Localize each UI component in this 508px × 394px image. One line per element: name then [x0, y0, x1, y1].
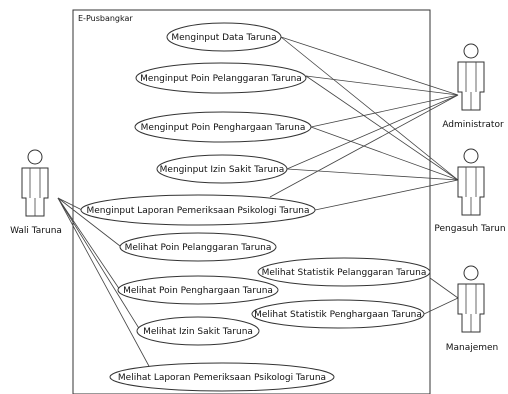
use-case-statistik-penghargaan: Melihat Statistik Penghargaan Taruna: [251, 299, 425, 329]
use-case-label: Menginput Poin Pelanggaran Taruna: [140, 74, 302, 84]
actor-manajemen: Manajemen: [446, 265, 499, 353]
assoc-pengasuh-uc4: [286, 168, 459, 181]
actor-head: [463, 148, 479, 164]
use-case-poin-penghargaan-view: Melihat Poin Penghargaan Taruna: [117, 275, 279, 305]
actor-label: Manajemen: [446, 343, 499, 353]
assoc-wali-uc10: [57, 197, 141, 331]
actor-wali-taruna: Wali Taruna: [10, 149, 62, 236]
use-case-izin-sakit-view: Melihat Izin Sakit Taruna: [136, 316, 260, 346]
assoc-admin-uc3: [310, 94, 459, 128]
use-case-label: Melihat Poin Pelanggaran Taruna: [125, 243, 272, 253]
actor-head: [27, 149, 43, 165]
actor-head: [463, 43, 479, 59]
assoc-wali-uc5: [57, 197, 83, 211]
assoc-pengasuh-uc5: [314, 179, 459, 211]
actor-head: [463, 265, 479, 281]
use-case-laporan-psikologi-view: Melihat Laporan Pemeriksaan Psikologi Ta…: [109, 362, 335, 392]
use-case-label: Melihat Poin Penghargaan Taruna: [123, 286, 273, 296]
use-case-poin-penghargaan-input: Menginput Poin Penghargaan Taruna: [134, 111, 312, 143]
assoc-admin-uc2: [305, 75, 459, 96]
actor-administrator: Administrator: [442, 43, 504, 130]
associations: [57, 36, 459, 369]
use-case-label: Menginput Poin Penghargaan Taruna: [141, 123, 306, 133]
assoc-wali-uc11: [57, 197, 151, 369]
use-case-laporan-psikologi-input: Menginput Laporan Pemeriksaan Psikologi …: [80, 194, 316, 226]
assoc-admin-uc4: [286, 94, 459, 170]
use-case-label: Melihat Laporan Pemeriksaan Psikologi Ta…: [118, 373, 326, 383]
assoc-wali-uc6: [57, 197, 121, 247]
assoc-wali-uc8: [57, 197, 121, 291]
use-case-statistik-pelanggaran: Melihat Statistik Pelanggaran Taruna: [257, 257, 431, 287]
actor-label: Wali Taruna: [10, 226, 62, 236]
system-title: E-Pusbangkar: [78, 14, 133, 23]
assoc-pengasuh-uc3: [310, 126, 459, 181]
assoc-manajemen-uc9: [423, 297, 459, 315]
use-case-label: Melihat Statistik Pelanggaran Taruna: [262, 268, 427, 278]
assoc-pengasuh-uc2: [305, 75, 459, 181]
actor-body: [457, 166, 485, 216]
assoc-pengasuh-uc1: [280, 36, 459, 181]
actor-body: [457, 283, 485, 333]
actor-label: Pengasuh Tarun: [434, 224, 505, 234]
use-case-izin-sakit-input: Menginput Izin Sakit Taruna: [156, 154, 288, 184]
actor-body: [457, 61, 485, 111]
use-case-data-taruna: Menginput Data Taruna: [166, 22, 282, 52]
use-case-label: Menginput Data Taruna: [171, 33, 276, 43]
use-case-poin-pelanggaran-input: Menginput Poin Pelanggaran Taruna: [135, 62, 307, 94]
assoc-admin-uc1: [280, 36, 459, 96]
use-case-label: Menginput Izin Sakit Taruna: [160, 165, 285, 175]
actor-pengasuh: Pengasuh Tarun: [434, 148, 506, 234]
use-case-label: Menginput Laporan Pemeriksaan Psikologi …: [87, 206, 310, 216]
actor-label: Administrator: [442, 120, 504, 130]
use-case-label: Melihat Statistik Penghargaan Taruna: [254, 310, 422, 320]
use-case-poin-pelanggaran-view: Melihat Poin Pelanggaran Taruna: [119, 232, 277, 262]
actor-body: [21, 167, 49, 217]
assoc-manajemen-uc7: [429, 277, 459, 299]
use-case-label: Melihat Izin Sakit Taruna: [143, 327, 253, 337]
